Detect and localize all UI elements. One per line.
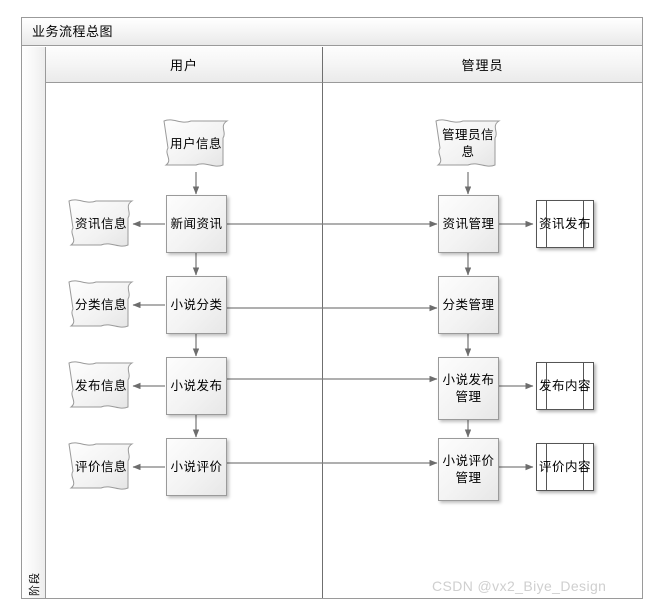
node-publish-content-label: 发布内容 — [538, 378, 591, 393]
lane-header-user-label: 用户 — [169, 58, 198, 73]
node-news-release-label: 资讯发布 — [538, 216, 591, 231]
node-publish-store-label: 发布信息 — [74, 378, 127, 393]
lane-header-admin: 管理员 — [323, 47, 642, 83]
node-category-manage-label: 分类管理 — [442, 297, 495, 312]
node-publish-manage-label: 小说发布管理 — [442, 372, 495, 404]
node-publish-store[interactable]: 发布信息 — [66, 360, 136, 412]
node-review-store[interactable]: 评价信息 — [66, 441, 136, 493]
node-news-store-label: 资讯信息 — [74, 216, 127, 231]
document-shape — [68, 280, 134, 328]
node-news-manage-label: 资讯管理 — [442, 216, 495, 231]
phase-column: 阶段 — [22, 47, 46, 598]
lane-header-admin-label: 管理员 — [461, 58, 504, 73]
node-novel-category-label: 小说分类 — [170, 297, 223, 312]
node-novel-publish-label: 小说发布 — [170, 378, 223, 393]
document-shape — [163, 119, 229, 167]
document-shape — [68, 199, 134, 247]
page-title: 业务流程总图 — [32, 24, 114, 39]
node-review-store-label: 评价信息 — [74, 459, 127, 474]
node-category-manage[interactable]: 分类管理 — [438, 276, 499, 334]
node-user-info[interactable]: 用户信息 — [161, 118, 231, 170]
node-review-manage[interactable]: 小说评价管理 — [438, 438, 499, 501]
node-novel-review-label: 小说评价 — [170, 459, 223, 474]
node-review-content-label: 评价内容 — [538, 459, 591, 474]
document-shape — [68, 442, 134, 490]
lane-body-admin — [323, 83, 642, 598]
node-category-store[interactable]: 分类信息 — [66, 279, 136, 331]
node-novel-review[interactable]: 小说评价 — [166, 438, 227, 496]
node-news-release[interactable]: 资讯发布 — [536, 200, 594, 248]
node-news-info-label: 新闻资讯 — [170, 216, 223, 231]
node-admin-info[interactable]: 管理员信息 — [433, 118, 503, 170]
lane-header-user: 用户 — [46, 47, 323, 83]
phase-label: 阶段 — [29, 572, 41, 596]
node-admin-info-label: 管理员信息 — [441, 128, 494, 159]
diagram-title-bar: 业务流程总图 — [22, 18, 642, 46]
node-review-manage-label: 小说评价管理 — [442, 453, 495, 485]
node-category-store-label: 分类信息 — [74, 297, 127, 312]
node-novel-publish[interactable]: 小说发布 — [166, 357, 227, 415]
lane-body-user — [46, 83, 323, 598]
document-shape — [435, 119, 501, 167]
document-shape — [68, 361, 134, 409]
node-novel-category[interactable]: 小说分类 — [166, 276, 227, 334]
node-review-content[interactable]: 评价内容 — [536, 443, 594, 491]
node-publish-content[interactable]: 发布内容 — [536, 362, 594, 410]
watermark: CSDN @vx2_Biye_Design — [432, 578, 607, 594]
node-news-manage[interactable]: 资讯管理 — [438, 195, 499, 253]
node-publish-manage[interactable]: 小说发布管理 — [438, 357, 499, 420]
node-user-info-label: 用户信息 — [169, 136, 222, 151]
node-news-info[interactable]: 新闻资讯 — [166, 195, 227, 253]
node-news-store[interactable]: 资讯信息 — [66, 198, 136, 250]
